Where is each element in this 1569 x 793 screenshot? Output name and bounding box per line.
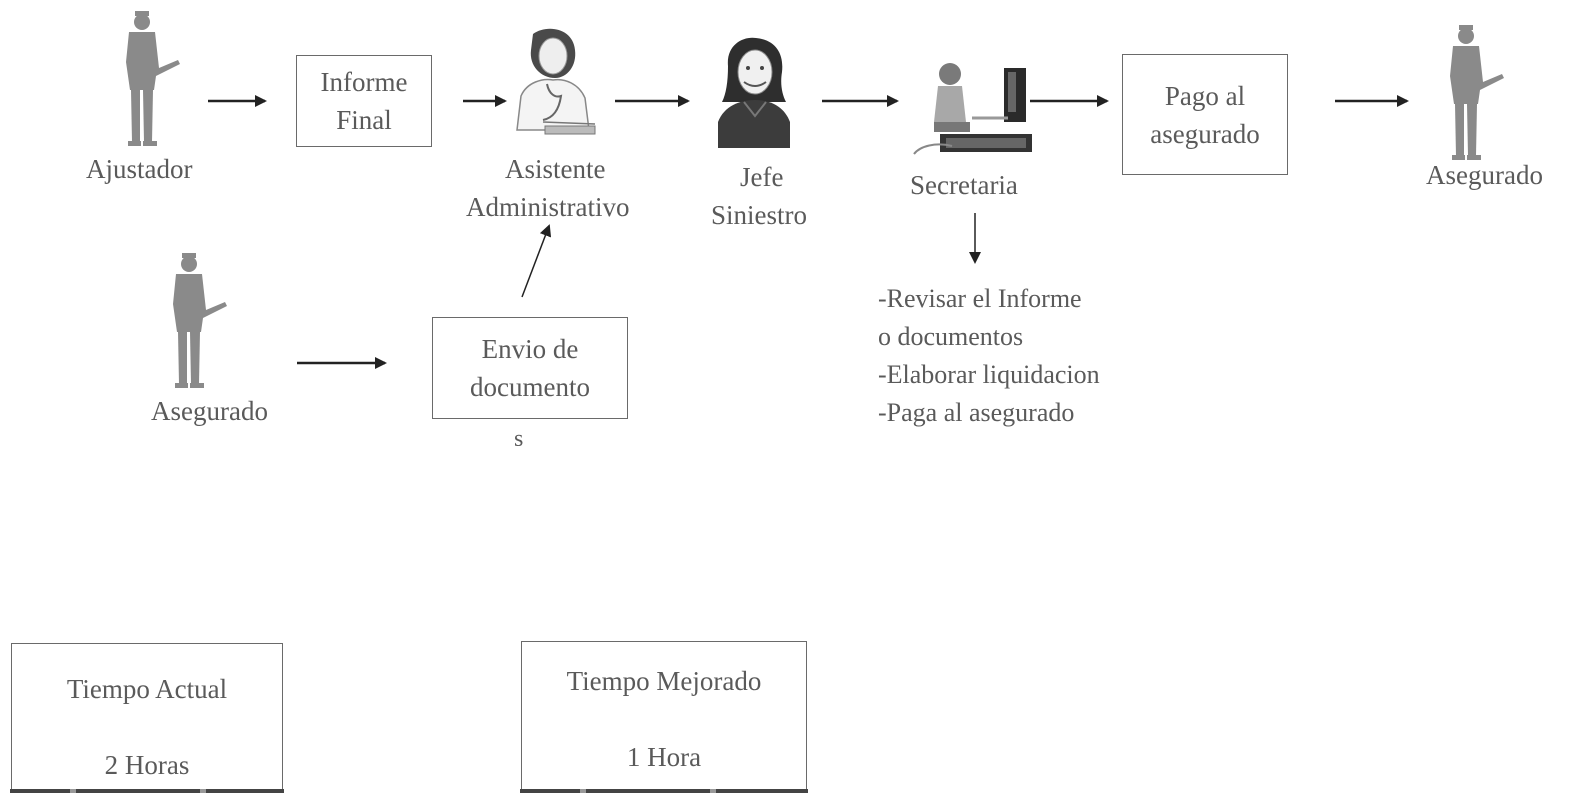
asistente-figure-icon — [516, 28, 596, 135]
actor-label-ajustador: Ajustador — [86, 154, 193, 184]
tiempo-mejorado-bottom-edge — [520, 789, 808, 793]
task-item: o documentos — [878, 322, 1024, 351]
informe-line2: Final — [336, 105, 392, 135]
actor-label-asistente-line2: Administrativo — [466, 192, 630, 222]
task-item: -Paga al asegurado — [878, 398, 1075, 427]
task-item: -Revisar el Informe — [878, 284, 1082, 313]
envio-documentos-box: Envio de documento — [432, 317, 628, 419]
informe-final-box: Informe Final — [296, 55, 432, 147]
tiempo-mejorado-box: Tiempo Mejorado 1 Hora — [520, 641, 808, 793]
envio-overflow-letter: s — [514, 426, 524, 452]
jefe-portrait-icon — [718, 37, 790, 148]
tiempo-mejorado-value: 1 Hora — [626, 742, 702, 772]
ajustador-figure-icon — [126, 11, 180, 146]
tiempo-mejorado-title: Tiempo Mejorado — [566, 666, 762, 696]
actor-label-asegurado-bottom: Asegurado — [151, 396, 268, 426]
secretaria-computer-icon — [913, 63, 1032, 155]
informe-line1: Informe — [320, 67, 408, 97]
envio-line2: documento — [470, 372, 590, 402]
task-item: -Elaborar liquidacion — [878, 360, 1100, 389]
tiempo-actual-bottom-edge — [10, 789, 284, 793]
actor-label-secretaria: Secretaria — [910, 170, 1018, 200]
arrow-envio-to-asistente — [521, 224, 552, 298]
tiempo-actual-title: Tiempo Actual — [66, 674, 228, 704]
envio-line1: Envio de — [481, 334, 579, 364]
tiempo-actual-box: Tiempo Actual 2 Horas — [10, 643, 284, 793]
actor-label-asegurado-right: Asegurado — [1426, 160, 1543, 190]
pago-line2: asegurado — [1150, 118, 1260, 149]
asegurado-bottom-figure-icon — [173, 253, 227, 388]
actor-label-jefe-line1: Jefe — [740, 162, 784, 192]
secretaria-task-list: -Revisar el Informe o documentos -Elabor… — [878, 280, 1100, 432]
pago-line1: Pago al — [1164, 80, 1246, 111]
actor-label-asistente-line1: Asistente — [505, 154, 606, 184]
pago-asegurado-box: Pago al asegurado — [1122, 54, 1288, 175]
actor-label-jefe-line2: Siniestro — [711, 200, 808, 230]
tiempo-actual-value: 2 Horas — [104, 750, 190, 780]
asegurado-right-figure-icon — [1450, 25, 1504, 160]
